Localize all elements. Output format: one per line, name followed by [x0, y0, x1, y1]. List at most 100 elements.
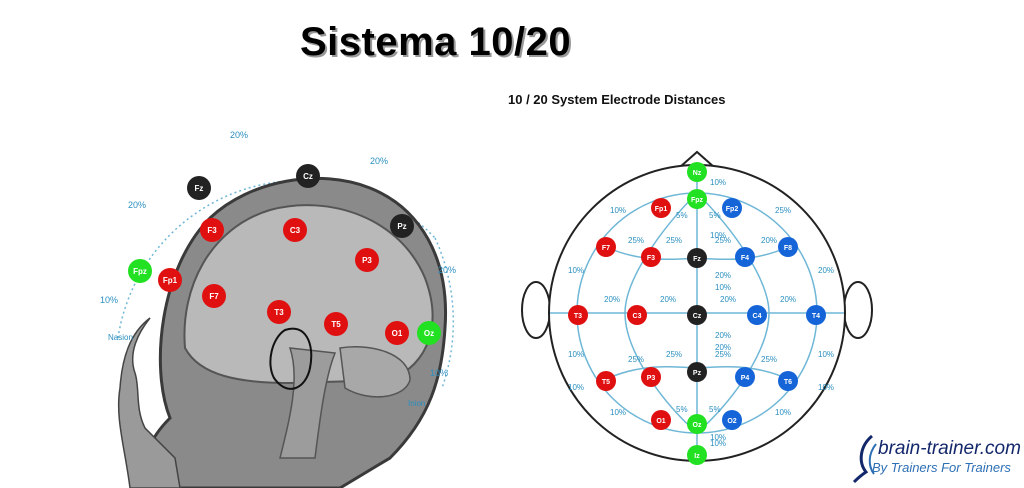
pct-label: 20% [230, 130, 248, 140]
logo-sub-text: By Trainers For Trainers [872, 460, 1011, 475]
electrode-marker [687, 248, 707, 268]
electrode-fp1: Fp1 [158, 268, 182, 292]
electrode-nz: Nz [687, 162, 707, 182]
pct-label: 20% [715, 331, 731, 340]
electrode-label: Cz [693, 313, 702, 320]
electrode-label: Oz [424, 329, 434, 338]
electrode-t5: T5 [596, 371, 616, 391]
electrode-marker [596, 371, 616, 391]
pct-label: 25% [628, 236, 644, 245]
percentage-group: 10%5%5%10%10%25%25%25%25%20%20%10%10%20%… [568, 178, 834, 448]
inion-label: Inion [408, 399, 425, 408]
electrode-f3: F3 [200, 218, 224, 242]
pct-label: 25% [666, 236, 682, 245]
electrode-marker [747, 305, 767, 325]
electrode-label: Fz [693, 256, 701, 263]
electrode-label: Fpz [691, 197, 704, 204]
pct-label: 5% [676, 211, 688, 220]
airway-outline [269, 327, 313, 390]
electrode-marker [324, 312, 348, 336]
brainstem [279, 347, 337, 459]
electrode-label: F7 [209, 292, 219, 301]
electrode-label: Cz [303, 172, 313, 181]
electrode-marker [651, 198, 671, 218]
pct-label: 20% [780, 295, 796, 304]
electrode-marker [568, 305, 588, 325]
electrode-marker [627, 305, 647, 325]
electrode-pz: Pz [390, 214, 414, 238]
logo-swoosh-icon [852, 434, 877, 484]
electrode-label: T3 [274, 308, 284, 317]
electrode-marker [390, 214, 414, 238]
electrode-marker [267, 300, 291, 324]
electrode-label: Fp2 [726, 206, 739, 213]
electrode-marker [778, 371, 798, 391]
pct-label: 10% [610, 408, 626, 417]
electrode-label: T4 [812, 313, 820, 320]
pct-label: 10% [100, 295, 118, 305]
brand-logo: brain-trainer.com By Trainers For Traine… [850, 432, 1021, 484]
pct-label: 20% [438, 265, 456, 275]
electrode-fpz: Fpz [687, 189, 707, 209]
pct-label: 20% [818, 266, 834, 275]
electrode-c3: C3 [627, 305, 647, 325]
electrode-marker [735, 367, 755, 387]
electrode-label: Fp1 [655, 206, 668, 213]
electrode-t3: T3 [267, 300, 291, 324]
electrode-fp1: Fp1 [651, 198, 671, 218]
electrode-oz: Oz [687, 414, 707, 434]
right-ear [843, 281, 873, 339]
electrode-p4: P4 [735, 367, 755, 387]
electrode-label: F7 [602, 245, 610, 252]
electrode-marker [128, 259, 152, 283]
pct-label: 5% [709, 405, 721, 414]
electrode-label: Fpz [133, 267, 147, 276]
electrode-marker [735, 247, 755, 267]
main-title: Sistema 10/20 [300, 20, 572, 64]
pct-label: 10% [775, 408, 791, 417]
electrode-label: F3 [207, 226, 217, 235]
electrode-label: F8 [784, 245, 792, 252]
pct-label: 25% [666, 350, 682, 359]
electrode-pz: Pz [687, 362, 707, 382]
electrode-t3: T3 [568, 305, 588, 325]
electrode-label: O1 [656, 418, 665, 425]
logo-main-text: brain-trainer.com [878, 438, 1021, 459]
electrode-iz: Iz [687, 445, 707, 465]
electrode-label: C4 [753, 313, 762, 320]
electrode-fz: Fz [687, 248, 707, 268]
electrode-marker [687, 162, 707, 182]
pct-label: 10% [710, 178, 726, 187]
electrode-marker [417, 321, 441, 345]
nasion-label: Nasion [108, 333, 133, 342]
electrode-label: Nz [693, 170, 702, 177]
electrode-marker [296, 164, 320, 188]
electrode-marker [202, 284, 226, 308]
electrode-marker [187, 176, 211, 200]
electrode-label: O1 [392, 329, 403, 338]
electrode-o1: O1 [385, 321, 409, 345]
electrode-label: F3 [647, 255, 655, 262]
pct-label: 25% [775, 206, 791, 215]
electrode-label: Fp1 [163, 276, 178, 285]
electrode-label: Oz [693, 422, 702, 429]
electrode-f8: F8 [778, 237, 798, 257]
pct-label: 25% [761, 355, 777, 364]
electrode-o1: O1 [651, 410, 671, 430]
electrode-label: Pz [693, 370, 702, 377]
electrode-marker [778, 237, 798, 257]
pct-label: 25% [715, 350, 731, 359]
sagittal-head-diagram: 20% 20% 20% 20% 10% 10% Nasion Inion FzC… [100, 130, 456, 488]
electrode-label: P3 [647, 375, 656, 382]
electrode-oz: Oz [417, 321, 441, 345]
pct-label: 20% [715, 343, 731, 352]
electrode-f4: F4 [735, 247, 755, 267]
electrode-fp2: Fp2 [722, 198, 742, 218]
electrode-label: O2 [727, 418, 736, 425]
electrode-marker [641, 367, 661, 387]
electrode-label: Fz [195, 184, 204, 193]
electrode-label: C3 [633, 313, 642, 320]
pct-label: 25% [715, 236, 731, 245]
